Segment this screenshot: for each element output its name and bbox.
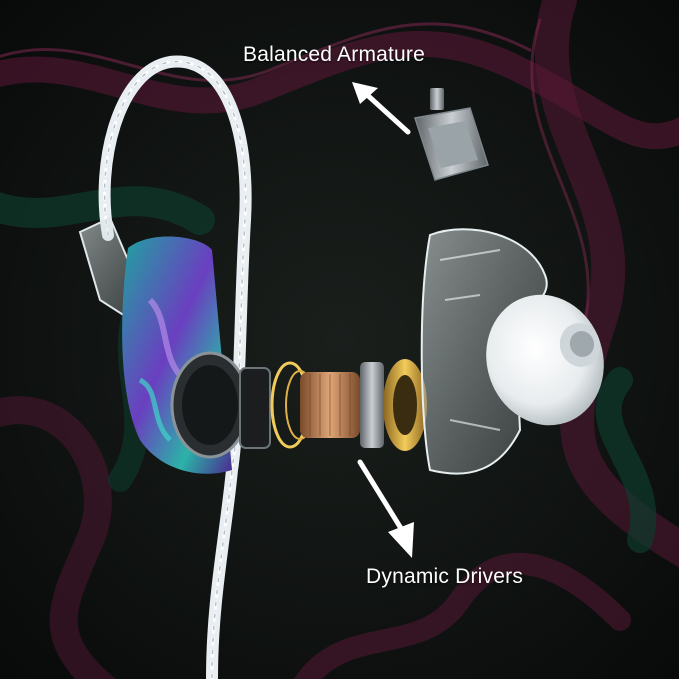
dynamic-driver-stack <box>239 359 427 451</box>
driver-housing <box>170 351 250 459</box>
silicone-ear-tip <box>486 294 604 426</box>
braided-cable <box>98 55 252 679</box>
balanced-armature-label: Balanced Armature <box>243 43 426 66</box>
arrow-up-left-icon <box>352 82 411 135</box>
dynamic-drivers-label: Dynamic Drivers <box>366 565 524 588</box>
arrow-down-right-icon <box>357 459 414 558</box>
balanced-armature-unit <box>414 88 489 181</box>
